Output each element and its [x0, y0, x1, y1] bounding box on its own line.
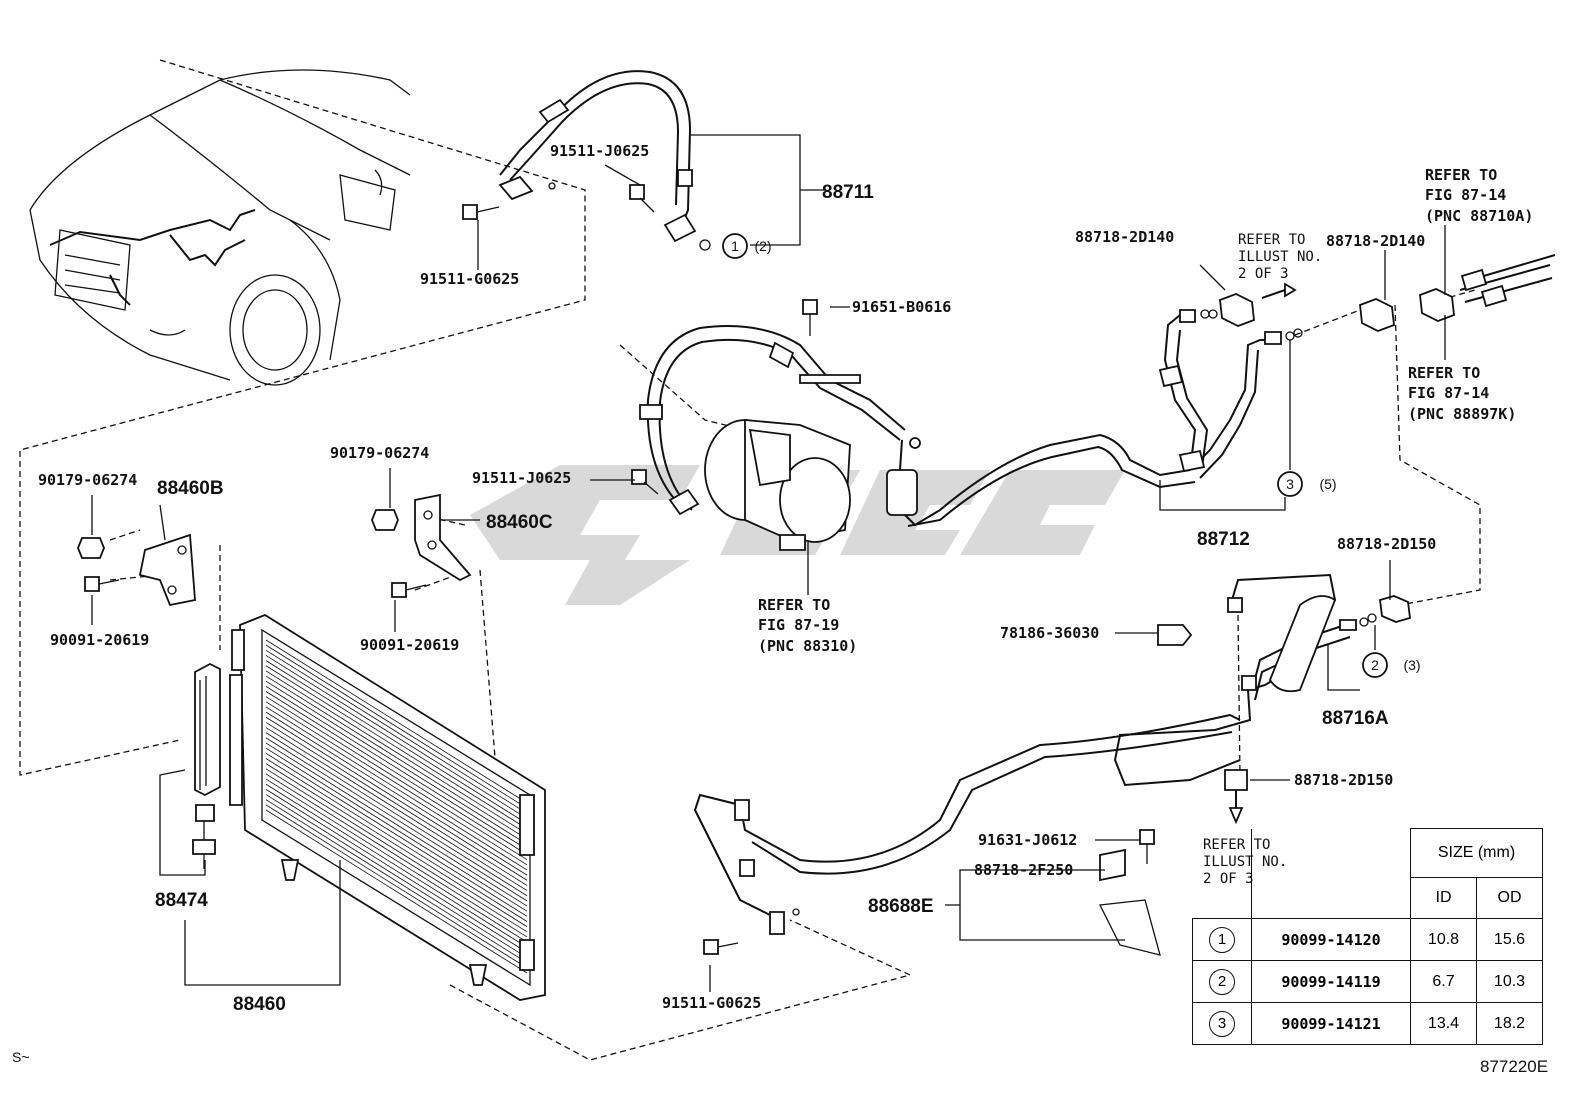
- svg-text:2: 2: [1371, 657, 1379, 673]
- label-88718-2D140: 88718-2D140: [1075, 228, 1174, 246]
- row-number: 3: [1209, 1010, 1235, 1037]
- label-91511-G0625: 91511-G0625: [662, 994, 761, 1012]
- svg-text:(5): (5): [1319, 476, 1336, 492]
- ref-note-illust-top: REFER TO ILLUST NO. 2 OF 3: [1238, 232, 1322, 282]
- label-90179-06274: 90179-06274: [330, 444, 429, 462]
- row-part-number: 90099-14120: [1251, 918, 1411, 961]
- label-88688E: 88688E: [868, 896, 934, 917]
- fittings-top-right: [1179, 254, 1556, 345]
- vehicle-sketch: [29, 69, 411, 386]
- condenser: [229, 613, 546, 1001]
- suction-hose: [639, 325, 906, 516]
- liquid-pipe-88716A: [1113, 573, 1411, 825]
- o-ring-size-table: SIZE (mm) ID OD 1 90099-14120 10.8 15.6 …: [1192, 828, 1543, 1045]
- label-88718-2D140: 88718-2D140: [1326, 232, 1425, 250]
- ref-note-fig-88710A: REFER TO FIG 87-14 (PNC 88710A): [1425, 166, 1533, 225]
- svg-text:FIG 87-14: FIG 87-14: [1425, 186, 1506, 204]
- condenser-seal: [194, 662, 221, 797]
- ref-note-compressor: REFER TO FIG 87-19 (PNC 88310): [758, 596, 857, 655]
- table-row: 2 90099-14119 6.7 10.3: [1192, 960, 1543, 1003]
- label-88716A: 88716A: [1322, 708, 1389, 729]
- svg-text:(PNC 88310): (PNC 88310): [758, 637, 857, 655]
- svg-text:1: 1: [731, 238, 739, 254]
- label-90091-20619: 90091-20619: [50, 631, 149, 649]
- label-88718-2D150: 88718-2D150: [1294, 771, 1393, 789]
- receiver-dryer: [799, 374, 1196, 527]
- label-90179-06274: 90179-06274: [38, 471, 137, 489]
- row-id: 10.8: [1410, 918, 1477, 961]
- label-91511-J0625: 91511-J0625: [550, 142, 649, 160]
- svg-text:2 OF 3: 2 OF 3: [1238, 266, 1289, 282]
- callout-frame-bottom: [449, 919, 912, 1061]
- bracket-88460C: [414, 493, 472, 582]
- o-ring-callout-1: 1 (2): [722, 233, 772, 259]
- liquid-pipe-88712: [1158, 314, 1270, 479]
- o-ring-callout-3: 3 (5): [1277, 471, 1337, 497]
- footer-left-mark: S~: [12, 1049, 30, 1065]
- row-part-number: 90099-14121: [1251, 1002, 1411, 1045]
- o-ring-callout-2: 2 (3): [1362, 652, 1421, 678]
- row-id: 6.7: [1410, 960, 1477, 1003]
- od-header: OD: [1476, 877, 1543, 919]
- label-88718-2F250: 88718-2F250: [974, 861, 1073, 879]
- svg-text:(3): (3): [1403, 657, 1420, 673]
- label-88712: 88712: [1197, 529, 1250, 550]
- row-part-number: 90099-14119: [1251, 960, 1411, 1003]
- svg-text:(PNC 88710A): (PNC 88710A): [1425, 207, 1533, 225]
- bracket-88460B: [138, 533, 196, 607]
- label-88711: 88711: [822, 182, 874, 203]
- label-78186-36030: 78186-36030: [1000, 624, 1099, 642]
- svg-text:(PNC 88897K): (PNC 88897K): [1408, 405, 1516, 423]
- row-id: 13.4: [1410, 1002, 1477, 1045]
- fasteners: [77, 182, 1155, 955]
- clip-78186-36030: [1157, 624, 1193, 646]
- svg-text:FIG 87-14: FIG 87-14: [1408, 384, 1489, 402]
- svg-text:REFER TO: REFER TO: [1238, 232, 1305, 248]
- row-od: 18.2: [1476, 1002, 1543, 1045]
- label-88460: 88460: [233, 994, 286, 1015]
- svg-text:REFER TO: REFER TO: [1425, 166, 1497, 184]
- drier-cap: [192, 804, 216, 869]
- part-labels: 91511-J0625 88711 91511-G0625 91651-B061…: [38, 142, 1436, 1015]
- svg-text:FIG 87-19: FIG 87-19: [758, 616, 839, 634]
- label-91511-J0625: 91511-J0625: [472, 469, 571, 487]
- label-88460C: 88460C: [486, 512, 553, 533]
- liquid-pipe-88688E: [693, 713, 1241, 935]
- label-91631-J0612: 91631-J0612: [978, 831, 1077, 849]
- svg-text:(2): (2): [754, 238, 771, 254]
- label-91511-G0625: 91511-G0625: [420, 270, 519, 288]
- size-header: SIZE (mm): [1410, 828, 1543, 878]
- label-88474: 88474: [155, 890, 208, 911]
- table-row: 3 90099-14121 13.4 18.2: [1192, 1002, 1543, 1045]
- svg-text:ILLUST NO.: ILLUST NO.: [1238, 249, 1322, 265]
- table-row: 1 90099-14120 10.8 15.6: [1192, 918, 1543, 961]
- svg-text:REFER TO: REFER TO: [758, 596, 830, 614]
- callout-frame-top: [19, 59, 586, 776]
- svg-text:3: 3: [1286, 476, 1294, 492]
- row-number: 2: [1209, 968, 1235, 995]
- clamp-88718-2F250: [1099, 848, 1161, 956]
- label-88718-2D150: 88718-2D150: [1337, 535, 1436, 553]
- label-90091-20619: 90091-20619: [360, 636, 459, 654]
- figure-code: 877220E: [1480, 1057, 1548, 1076]
- row-od: 10.3: [1476, 960, 1543, 1003]
- ref-note-fig-88897K: REFER TO FIG 87-14 (PNC 88897K): [1408, 364, 1516, 423]
- compressor: [704, 419, 851, 551]
- row-number: 1: [1209, 926, 1235, 953]
- leader-lines: [91, 134, 1446, 992]
- svg-text:REFER TO: REFER TO: [1408, 364, 1480, 382]
- label-91651-B0616: 91651-B0616: [852, 298, 951, 316]
- label-88460B: 88460B: [157, 478, 224, 499]
- discharge-hose-88711: [498, 70, 697, 243]
- id-header: ID: [1410, 877, 1477, 919]
- row-od: 15.6: [1476, 918, 1543, 961]
